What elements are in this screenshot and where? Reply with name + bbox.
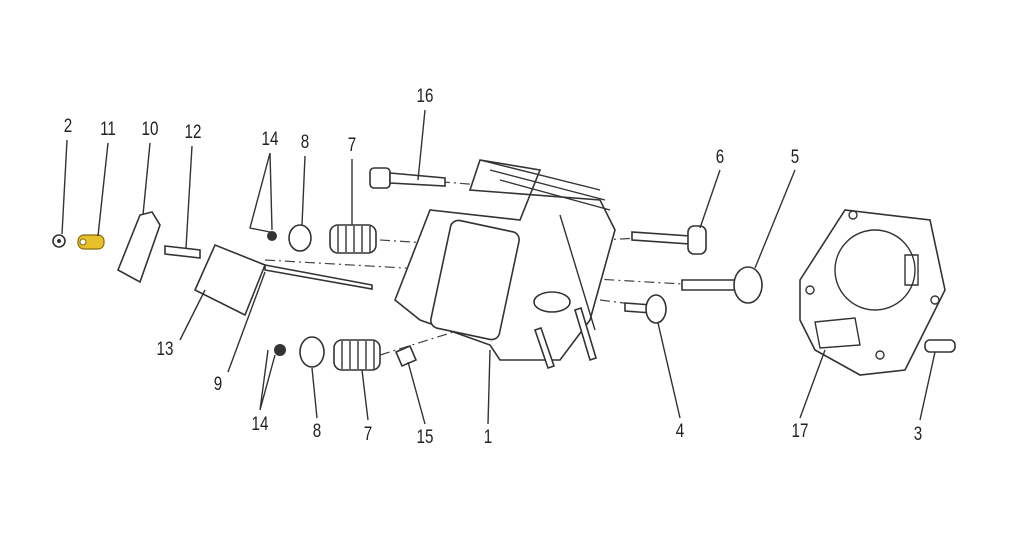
part-17-gasket[interactable] bbox=[799, 209, 946, 376]
part-15-seal[interactable] bbox=[394, 344, 418, 368]
part-7-bottom-spring[interactable] bbox=[333, 339, 381, 371]
part-2-nut[interactable] bbox=[52, 234, 66, 248]
label-part-16[interactable]: 16 bbox=[416, 86, 434, 107]
part-14-bottom[interactable] bbox=[274, 344, 286, 356]
part-13-guide-plate[interactable] bbox=[193, 243, 267, 317]
part-4-valve-guide[interactable] bbox=[624, 294, 667, 324]
part-12-stud[interactable] bbox=[164, 245, 201, 259]
part-6-valve[interactable] bbox=[631, 225, 707, 255]
part-1-cylinder-head[interactable] bbox=[394, 159, 616, 370]
label-part-13[interactable]: 13 bbox=[156, 339, 174, 360]
label-part-11[interactable]: 11 bbox=[100, 119, 116, 140]
label-part-17[interactable]: 17 bbox=[791, 421, 809, 442]
label-part-14-bottom[interactable]: 14 bbox=[251, 414, 269, 435]
part-3-dowel-pin[interactable] bbox=[924, 339, 956, 353]
label-part-12[interactable]: 12 bbox=[184, 122, 202, 143]
label-part-8-top[interactable]: 8 bbox=[300, 132, 310, 153]
axis-line bbox=[264, 259, 701, 286]
part-9-push-rod[interactable] bbox=[264, 264, 373, 290]
axis-line bbox=[379, 329, 461, 356]
label-part-14-top[interactable]: 14 bbox=[261, 129, 279, 150]
part-8-bottom[interactable] bbox=[299, 336, 325, 368]
label-part-4[interactable]: 4 bbox=[675, 421, 685, 442]
part-10-rocker-arm[interactable] bbox=[116, 211, 161, 284]
label-part-10[interactable]: 10 bbox=[141, 119, 159, 140]
label-part-7-top[interactable]: 7 bbox=[347, 135, 357, 156]
label-part-15[interactable]: 15 bbox=[416, 427, 434, 448]
part-16-bolt[interactable] bbox=[369, 167, 446, 189]
part-7-top-spring[interactable] bbox=[329, 224, 377, 254]
label-part-9[interactable]: 9 bbox=[213, 374, 223, 395]
label-part-5[interactable]: 5 bbox=[790, 147, 800, 168]
label-part-3[interactable]: 3 bbox=[913, 424, 923, 445]
part-11-pivot[interactable] bbox=[77, 234, 105, 250]
leader-lines bbox=[61, 109, 936, 425]
label-part-7-bottom[interactable]: 7 bbox=[363, 424, 373, 445]
label-part-6[interactable]: 6 bbox=[715, 147, 725, 168]
label-part-8-bottom[interactable]: 8 bbox=[312, 421, 322, 442]
part-8-top[interactable] bbox=[288, 224, 312, 252]
part-14-top[interactable] bbox=[267, 231, 277, 241]
label-part-1[interactable]: 1 bbox=[483, 427, 493, 448]
axis-line bbox=[599, 299, 641, 306]
label-part-2[interactable]: 2 bbox=[63, 116, 73, 137]
part-5-valve[interactable] bbox=[681, 266, 763, 304]
